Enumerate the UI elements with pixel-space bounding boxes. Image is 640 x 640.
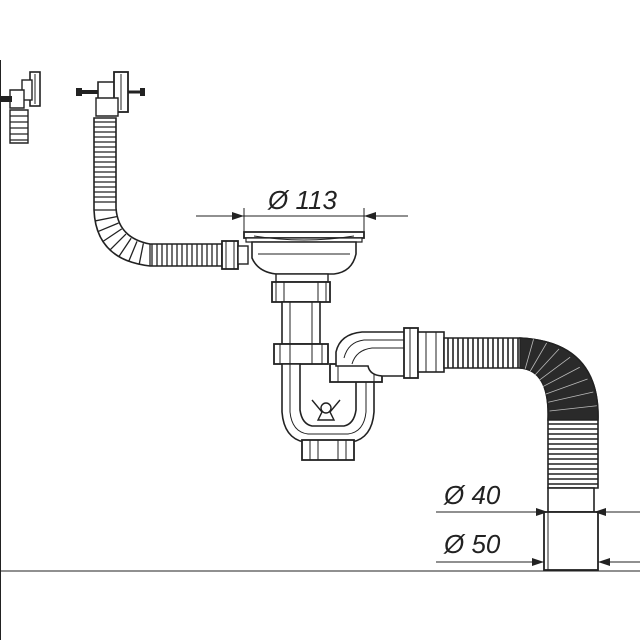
trap-bottom-cap <box>301 439 355 461</box>
dimension-40: Ø 40 <box>436 480 640 516</box>
dimension-50: Ø 50 <box>436 529 640 566</box>
tailpiece <box>271 273 331 345</box>
overflow-hose <box>93 117 223 267</box>
strainer-basket <box>243 231 365 275</box>
overflow-fitting-small <box>0 71 41 144</box>
dimension-50-label: Ø 50 <box>443 529 501 559</box>
overflow-fitting <box>76 71 145 117</box>
bottle-trap-body <box>281 363 375 461</box>
outlet-pipe-end <box>543 487 599 571</box>
dimension-113: Ø 113 <box>196 185 408 232</box>
outlet-hose <box>443 337 599 489</box>
dimension-113-label: Ø 113 <box>267 185 337 215</box>
outlet-elbow <box>335 327 445 379</box>
dimension-40-label: Ø 40 <box>443 480 501 510</box>
hose-connector-nut <box>221 240 249 270</box>
trap-nut-upper <box>273 343 329 365</box>
